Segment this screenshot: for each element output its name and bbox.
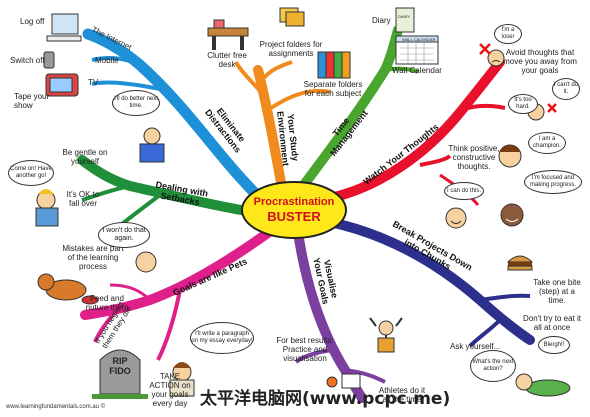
project-folders-icon bbox=[279, 7, 305, 27]
mobile-phone-icon bbox=[43, 51, 55, 69]
center-title-line1: Procrastination bbox=[253, 196, 335, 208]
separate-folders-icon bbox=[317, 51, 351, 79]
computer-icon bbox=[46, 13, 82, 42]
leaf-feed: Feed and nuture them bbox=[85, 294, 129, 312]
sick-person-icon bbox=[515, 373, 571, 397]
leaf-separate-folders: Separate folders for each subject bbox=[303, 80, 363, 98]
bubble-next-action: What's the next action? bbox=[470, 350, 516, 382]
branch-time-management bbox=[295, 25, 419, 195]
leaf-athletes: Athletes do it all the time bbox=[378, 386, 426, 404]
sad-face-icon bbox=[487, 49, 505, 67]
man-writing-icon bbox=[139, 127, 165, 163]
leaf-positive: Think positive, constructive thoughts. bbox=[448, 144, 500, 171]
leaf-log-off: Log off bbox=[20, 17, 45, 26]
leaf-switch-off: Switch off bbox=[10, 56, 45, 65]
leaf-take-action: TAKE ACTION on your goals every day bbox=[149, 372, 191, 408]
leaf-gentle: Be gentle on yourself bbox=[62, 148, 108, 166]
leaf-mistakes: Mistakes are part of the learning proces… bbox=[62, 244, 124, 271]
diary-icon bbox=[395, 7, 415, 33]
gravestone-icon bbox=[92, 349, 148, 399]
leaf-tape-show: Tape your show bbox=[14, 92, 50, 110]
child-falling-icon bbox=[35, 189, 59, 227]
tv-icon bbox=[45, 73, 79, 97]
watermark: 太平洋电脑网(www.pcpc.me) bbox=[200, 389, 451, 409]
leaf-tv: TV bbox=[88, 78, 99, 87]
hamburger-icon bbox=[506, 255, 534, 271]
bubble-better: I'll do better next time. bbox=[112, 90, 160, 116]
leaf-mobile: Mobile bbox=[95, 56, 119, 65]
grave-line2: FIDO bbox=[109, 366, 131, 376]
bubble-wont-do: I won't do that again. bbox=[98, 222, 150, 248]
leaf-ok-fall: It's OK to fall over bbox=[66, 190, 100, 208]
bubble-write-paragraph: I'll write a paragraph on my essay every… bbox=[190, 322, 254, 354]
bubble-cant-do: I can't do it. bbox=[552, 78, 580, 100]
sheepish-face-icon bbox=[135, 251, 157, 273]
bubble-loser: I'm a loser bbox=[494, 24, 522, 44]
leaf-clutter: Clutter free desk bbox=[207, 51, 247, 69]
branch-goals-pets bbox=[80, 225, 277, 361]
calendar-cover-text: WALL CALENDAR bbox=[402, 37, 436, 42]
wall-calendar-icon bbox=[395, 35, 439, 65]
leaf-project-folders: Project folders for assignments bbox=[259, 40, 323, 58]
bubble-too-hard: It's too hard. bbox=[508, 94, 538, 114]
smiling-face-icon bbox=[445, 207, 467, 229]
diary-cover-text: DIARY bbox=[398, 14, 411, 19]
grave-line1: RIP bbox=[112, 356, 128, 366]
leaf-one-bite: Take one bite (step) at a time. bbox=[533, 278, 581, 305]
leaf-avoid-thoughts: Avoid thoughts that move you away from y… bbox=[503, 48, 577, 75]
center-title: Procrastination BUSTER bbox=[244, 196, 344, 224]
branch-study-environment bbox=[234, 60, 331, 193]
athlete-icon bbox=[369, 317, 403, 353]
bubble-focused: I'm focused and making progress. bbox=[524, 170, 582, 194]
bubble-come-on: Come on! Have another go! bbox=[8, 160, 54, 186]
bubble-champion: I am a champion. bbox=[528, 132, 566, 154]
bubble-blergh: Blergh!! bbox=[538, 336, 570, 354]
desk-icon bbox=[207, 19, 249, 50]
bubble-can-do: I can do this. bbox=[444, 182, 484, 200]
leaf-wall-calendar: Wall Calendar bbox=[392, 66, 442, 75]
leaf-best-results: For best results: Practice and visualisa… bbox=[276, 336, 334, 363]
branch-visualise-goals bbox=[293, 227, 386, 403]
branch-eliminate-distractions bbox=[82, 28, 268, 206]
center-node bbox=[241, 181, 347, 239]
footer-credit: www.learningfundamentals.com.au © bbox=[6, 404, 106, 410]
center-title-line2: BUSTER bbox=[267, 209, 321, 224]
grave-text: RIP FIDO bbox=[104, 356, 136, 376]
leaf-dont-eat: Don't try to eat it all at once bbox=[523, 314, 581, 332]
leaf-ask-yourself: Ask yourself... bbox=[450, 342, 501, 351]
basketball-hoop-icon bbox=[326, 373, 361, 389]
girl-face-icon bbox=[498, 144, 522, 168]
branch-break-projects bbox=[325, 217, 535, 348]
leaf-diary: Diary bbox=[372, 16, 391, 25]
dog-icon bbox=[37, 273, 99, 305]
girl-writing-icon bbox=[169, 362, 195, 397]
happy-face-icon bbox=[500, 203, 524, 227]
